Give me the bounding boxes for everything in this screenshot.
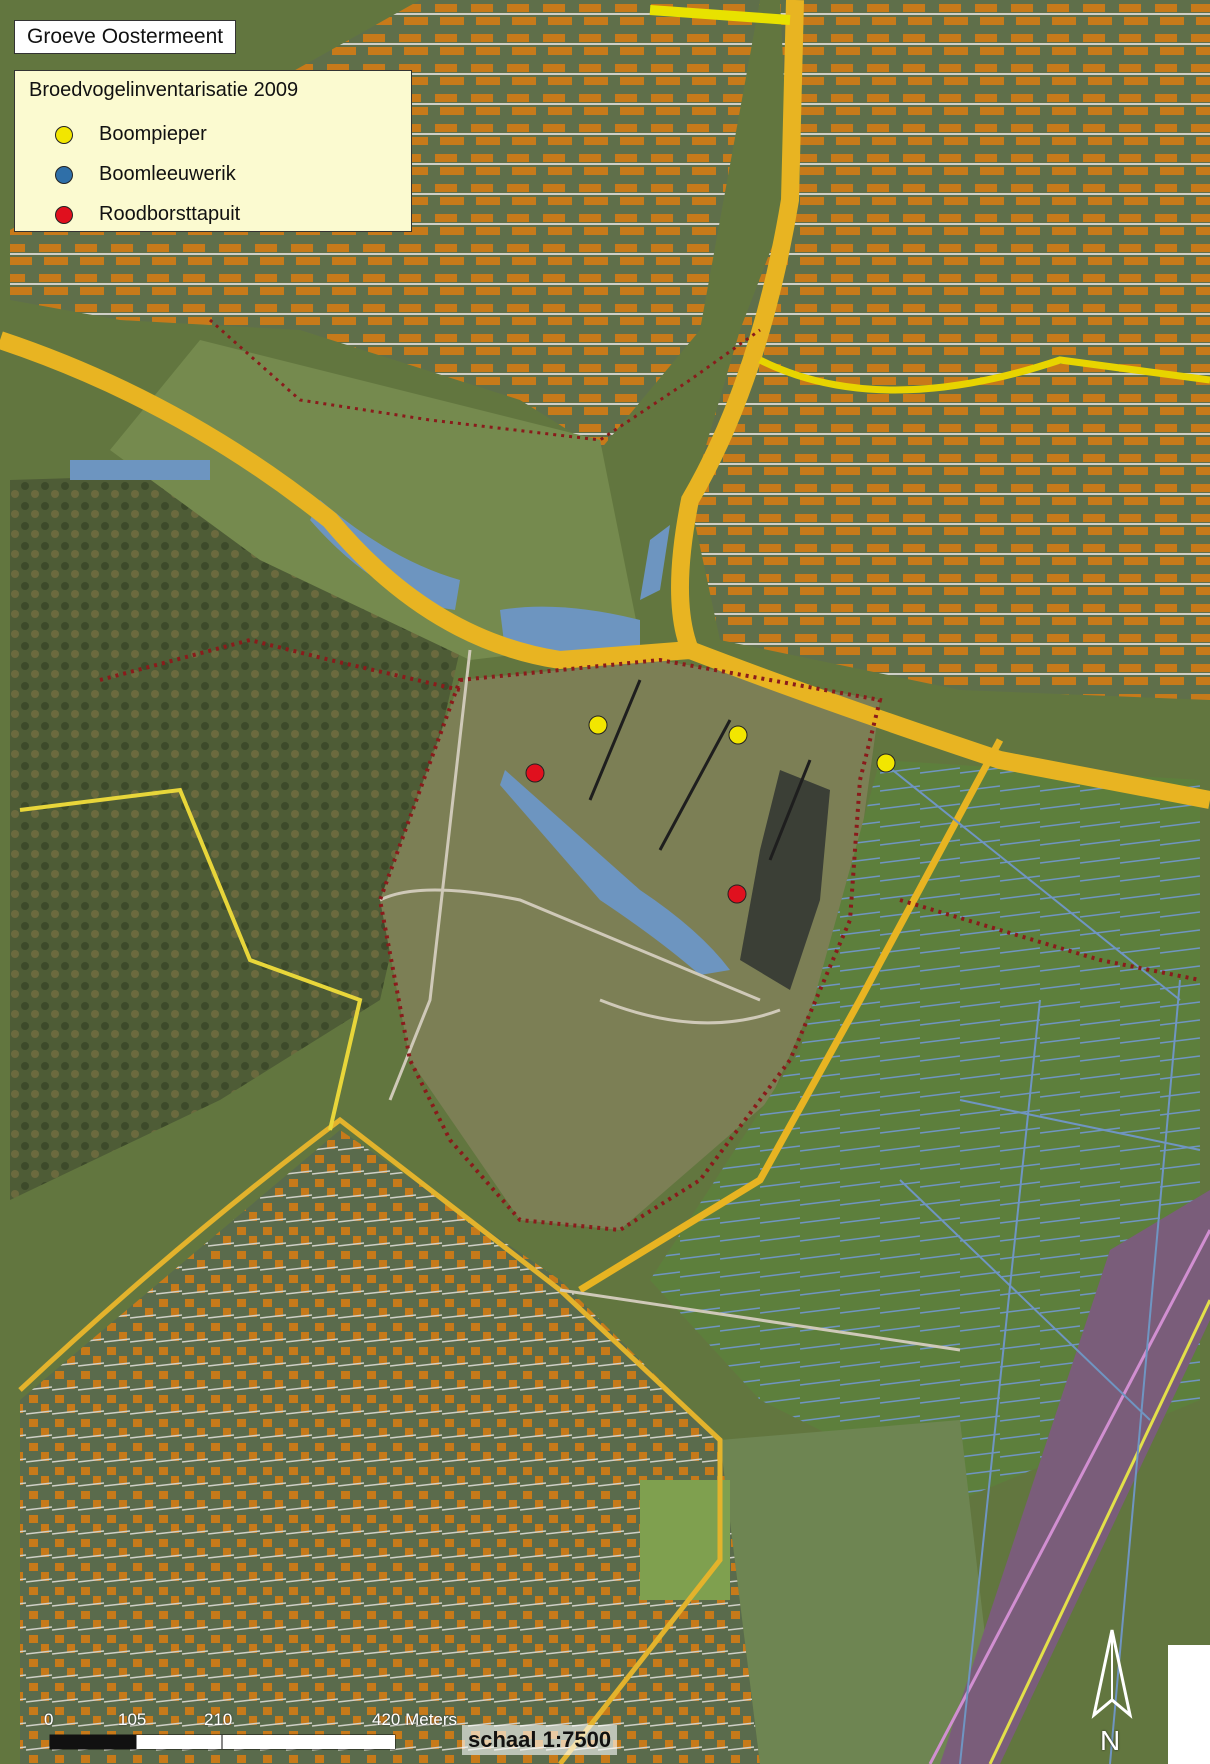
scale-tick-105: 105 <box>118 1710 147 1729</box>
road-ring <box>0 331 1210 809</box>
park-north <box>110 340 640 660</box>
scale-bar <box>49 1734 396 1750</box>
legend-dot-roodborsttapuit <box>55 206 73 224</box>
pond-north-2 <box>500 606 640 653</box>
ditch-study-area <box>500 770 730 975</box>
legend-dot-boompieper <box>55 126 73 144</box>
marker-roodborsttapuit-1[interactable] <box>525 763 545 783</box>
boundary-east <box>899 898 1201 982</box>
legend-label: Boompieper <box>99 123 207 145</box>
legend-dot-boomleeuwerik <box>55 166 73 184</box>
legend-label: Boomleeuwerik <box>99 163 236 185</box>
residential-north-east <box>690 0 1210 700</box>
scale-label: schaal 1:7500 <box>462 1725 618 1755</box>
scale-tick-210: 210 <box>204 1710 233 1729</box>
scale-tick-0: 0 <box>44 1710 54 1729</box>
pond-north-3 <box>70 460 210 480</box>
railway-line-yellow <box>988 1299 1210 1764</box>
path-network <box>379 649 961 1352</box>
canal-lines <box>879 759 1201 1764</box>
woodland-west <box>10 470 460 1200</box>
boundary-north <box>209 318 761 442</box>
sport-fields-south <box>720 1420 1000 1764</box>
road-north-top <box>649 5 791 25</box>
north-arrow-icon <box>1091 1629 1133 1719</box>
dark-marsh <box>740 770 830 990</box>
marker-boompieper-2[interactable] <box>728 725 748 745</box>
legend-label: Roodborsttapuit <box>99 203 241 225</box>
railway-line <box>928 1229 1210 1764</box>
residential-south <box>20 1130 760 1764</box>
marker-boompieper-3[interactable] <box>876 753 896 773</box>
legend-title: Broedvogelinventarisatie 2009 <box>29 79 299 101</box>
boundary-west <box>99 637 461 692</box>
road-diagonal <box>578 738 1004 1293</box>
marker-boompieper-1[interactable] <box>588 715 608 735</box>
corner-blank <box>1168 1645 1210 1764</box>
scale-tick-420: 420 Meters <box>372 1710 458 1729</box>
north-label: N <box>1100 1725 1121 1756</box>
pond-east <box>640 525 670 600</box>
map-title: Groeve Oostermeent <box>14 20 237 54</box>
marker-roodborsttapuit-2[interactable] <box>727 884 747 904</box>
study-area-boundary <box>377 657 883 1233</box>
road-south-west <box>18 1116 723 1764</box>
ditches <box>588 679 812 861</box>
railway-corridor <box>940 1190 1210 1764</box>
road-east-branch <box>758 356 1210 394</box>
legend: Broedvogelinventarisatie 2009 Boompieper… <box>14 70 412 232</box>
sport-field <box>640 1480 730 1600</box>
meadows-east <box>650 760 1200 1500</box>
road-west-local <box>19 787 363 1131</box>
road-north-south <box>671 0 804 654</box>
